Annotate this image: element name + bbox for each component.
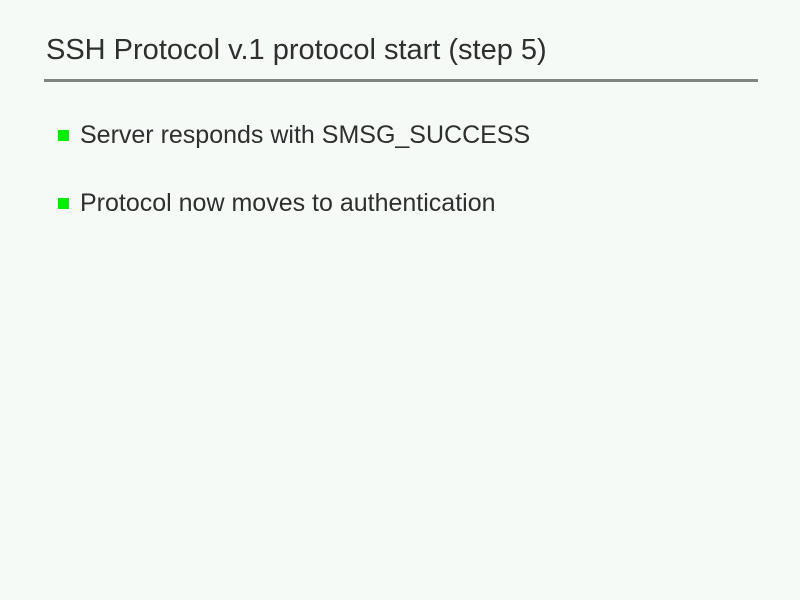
list-item-label: Server responds with SMSG_SUCCESS <box>80 121 531 149</box>
list-item: Protocol now moves to authentication <box>58 187 758 220</box>
slide-title-block: SSH Protocol v.1 protocol start (step 5) <box>44 28 758 82</box>
page-title: SSH Protocol v.1 protocol start (step 5) <box>46 34 547 66</box>
green-square-bullet-icon <box>58 130 69 141</box>
list-item: Server responds with SMSG_SUCCESS <box>58 119 758 152</box>
bullet-list: Server responds with SMSG_SUCCESS Protoc… <box>58 119 758 255</box>
green-square-bullet-icon <box>58 198 69 209</box>
title-divider <box>44 79 758 82</box>
list-item-label: Protocol now moves to authentication <box>80 189 496 217</box>
